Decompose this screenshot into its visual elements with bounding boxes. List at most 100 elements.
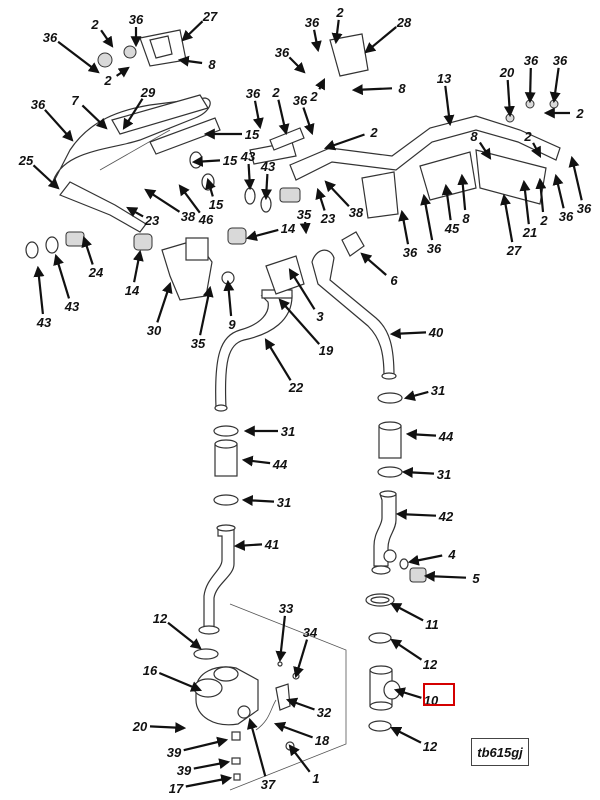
callout-37: 37 xyxy=(247,717,276,792)
callout-2: 2 xyxy=(543,106,584,121)
callout-arrow xyxy=(115,66,130,78)
callout-label: 39 xyxy=(167,745,182,760)
callout-25: 25 xyxy=(18,153,60,190)
callout-arrow xyxy=(100,29,114,48)
callout-arrow xyxy=(247,717,267,777)
callout-label: 14 xyxy=(281,221,296,236)
callout-arrow xyxy=(302,107,315,136)
callout-arrow xyxy=(323,133,365,151)
callout-arrow xyxy=(360,252,387,276)
callout-arrow xyxy=(149,722,187,734)
callout-41: 41 xyxy=(233,537,279,552)
callout-arrow xyxy=(423,570,467,582)
callout-20: 20 xyxy=(499,65,515,118)
callout-12: 12 xyxy=(390,638,438,672)
callout-19: 19 xyxy=(278,298,334,358)
callout-label: 15 xyxy=(245,127,260,142)
callout-arrow xyxy=(243,163,255,191)
callout-31: 31 xyxy=(403,383,445,401)
callout-35: 35 xyxy=(191,285,214,351)
callout-label: 2 xyxy=(103,73,112,88)
callout-arrow xyxy=(132,249,144,283)
callout-14: 14 xyxy=(245,221,296,242)
callout-32: 32 xyxy=(285,697,332,720)
callout-arrow xyxy=(277,99,290,136)
callout-label: 36 xyxy=(524,53,539,68)
callout-arrow xyxy=(393,687,422,699)
callout-label: 6 xyxy=(390,273,398,288)
callout-label: 20 xyxy=(499,65,515,80)
pipe-40 xyxy=(311,249,397,380)
callout-arrow xyxy=(193,758,231,770)
callout-label: 43 xyxy=(260,159,276,174)
callout-arrow xyxy=(233,539,263,551)
callout-label: 2 xyxy=(575,106,584,121)
callout-arrow xyxy=(278,298,321,345)
callout-36: 36 xyxy=(129,12,144,48)
callout-label: 15 xyxy=(223,153,238,168)
assembly-outline xyxy=(229,603,347,791)
callout-label: 12 xyxy=(423,657,438,672)
callout-label: 30 xyxy=(147,323,162,338)
callout-label: 31 xyxy=(277,495,291,510)
callout-17: 17 xyxy=(169,774,233,796)
callout-5: 5 xyxy=(423,570,480,586)
elbow-30 xyxy=(161,237,235,301)
callout-8: 8 xyxy=(177,55,216,72)
callout-label: 36 xyxy=(559,209,574,224)
callout-15: 15 xyxy=(205,177,224,212)
left-column xyxy=(198,425,239,635)
callout-label: 31 xyxy=(437,467,451,482)
callout-label: 13 xyxy=(437,71,452,86)
callout-29: 29 xyxy=(122,85,156,130)
callout-arrow xyxy=(315,78,326,91)
callout-label: 25 xyxy=(18,153,34,168)
callout-arrow xyxy=(405,429,437,440)
callout-label: 31 xyxy=(281,424,295,439)
callout-label: 2 xyxy=(335,5,344,20)
callout-label: 36 xyxy=(31,97,46,112)
callout-label: 36 xyxy=(427,241,442,256)
callout-label: 19 xyxy=(319,343,334,358)
callout-label: 23 xyxy=(320,211,336,226)
callout-label: 27 xyxy=(506,243,522,258)
callout-label: 7 xyxy=(71,93,79,108)
pipe-22 xyxy=(214,289,293,412)
callout-arrow xyxy=(441,183,453,221)
clamp-11 xyxy=(365,593,395,607)
callout-9: 9 xyxy=(223,279,236,332)
callout-36: 36 xyxy=(420,193,442,256)
callout-8: 8 xyxy=(457,173,470,226)
callout-label: 45 xyxy=(444,221,460,236)
callout-arrow xyxy=(241,494,275,506)
callout-arrow xyxy=(185,774,233,788)
callout-1: 1 xyxy=(288,744,320,786)
callout-arrow xyxy=(288,744,311,773)
diagram-reference-code: tb615gj xyxy=(471,738,529,766)
callout-label: 16 xyxy=(143,663,158,678)
callout-31: 31 xyxy=(401,466,451,482)
callout-36: 36 xyxy=(568,155,592,216)
callout-42: 42 xyxy=(395,508,454,524)
callout-36: 36 xyxy=(524,53,539,104)
callout-label: 20 xyxy=(132,719,148,734)
callout-44: 44 xyxy=(241,455,288,472)
callout-36: 36 xyxy=(43,30,100,74)
callout-arrow xyxy=(223,279,235,317)
callout-arrow xyxy=(403,390,429,401)
callout-14: 14 xyxy=(125,249,144,298)
callout-label: 31 xyxy=(431,383,445,398)
callout-label: 5 xyxy=(472,571,480,586)
callout-arrow xyxy=(178,184,201,214)
callout-43: 43 xyxy=(53,253,80,314)
callout-label: 8 xyxy=(208,57,216,72)
callout-arrow xyxy=(126,206,144,218)
callout-arrow xyxy=(389,328,427,340)
callout-36: 36 xyxy=(552,173,574,224)
callout-arrow xyxy=(57,40,100,74)
callout-label: 38 xyxy=(181,209,196,224)
callout-label: 8 xyxy=(462,211,470,226)
callout-38: 38 xyxy=(324,180,364,220)
callout-arrow xyxy=(183,736,229,752)
callout-label: 42 xyxy=(438,509,454,524)
